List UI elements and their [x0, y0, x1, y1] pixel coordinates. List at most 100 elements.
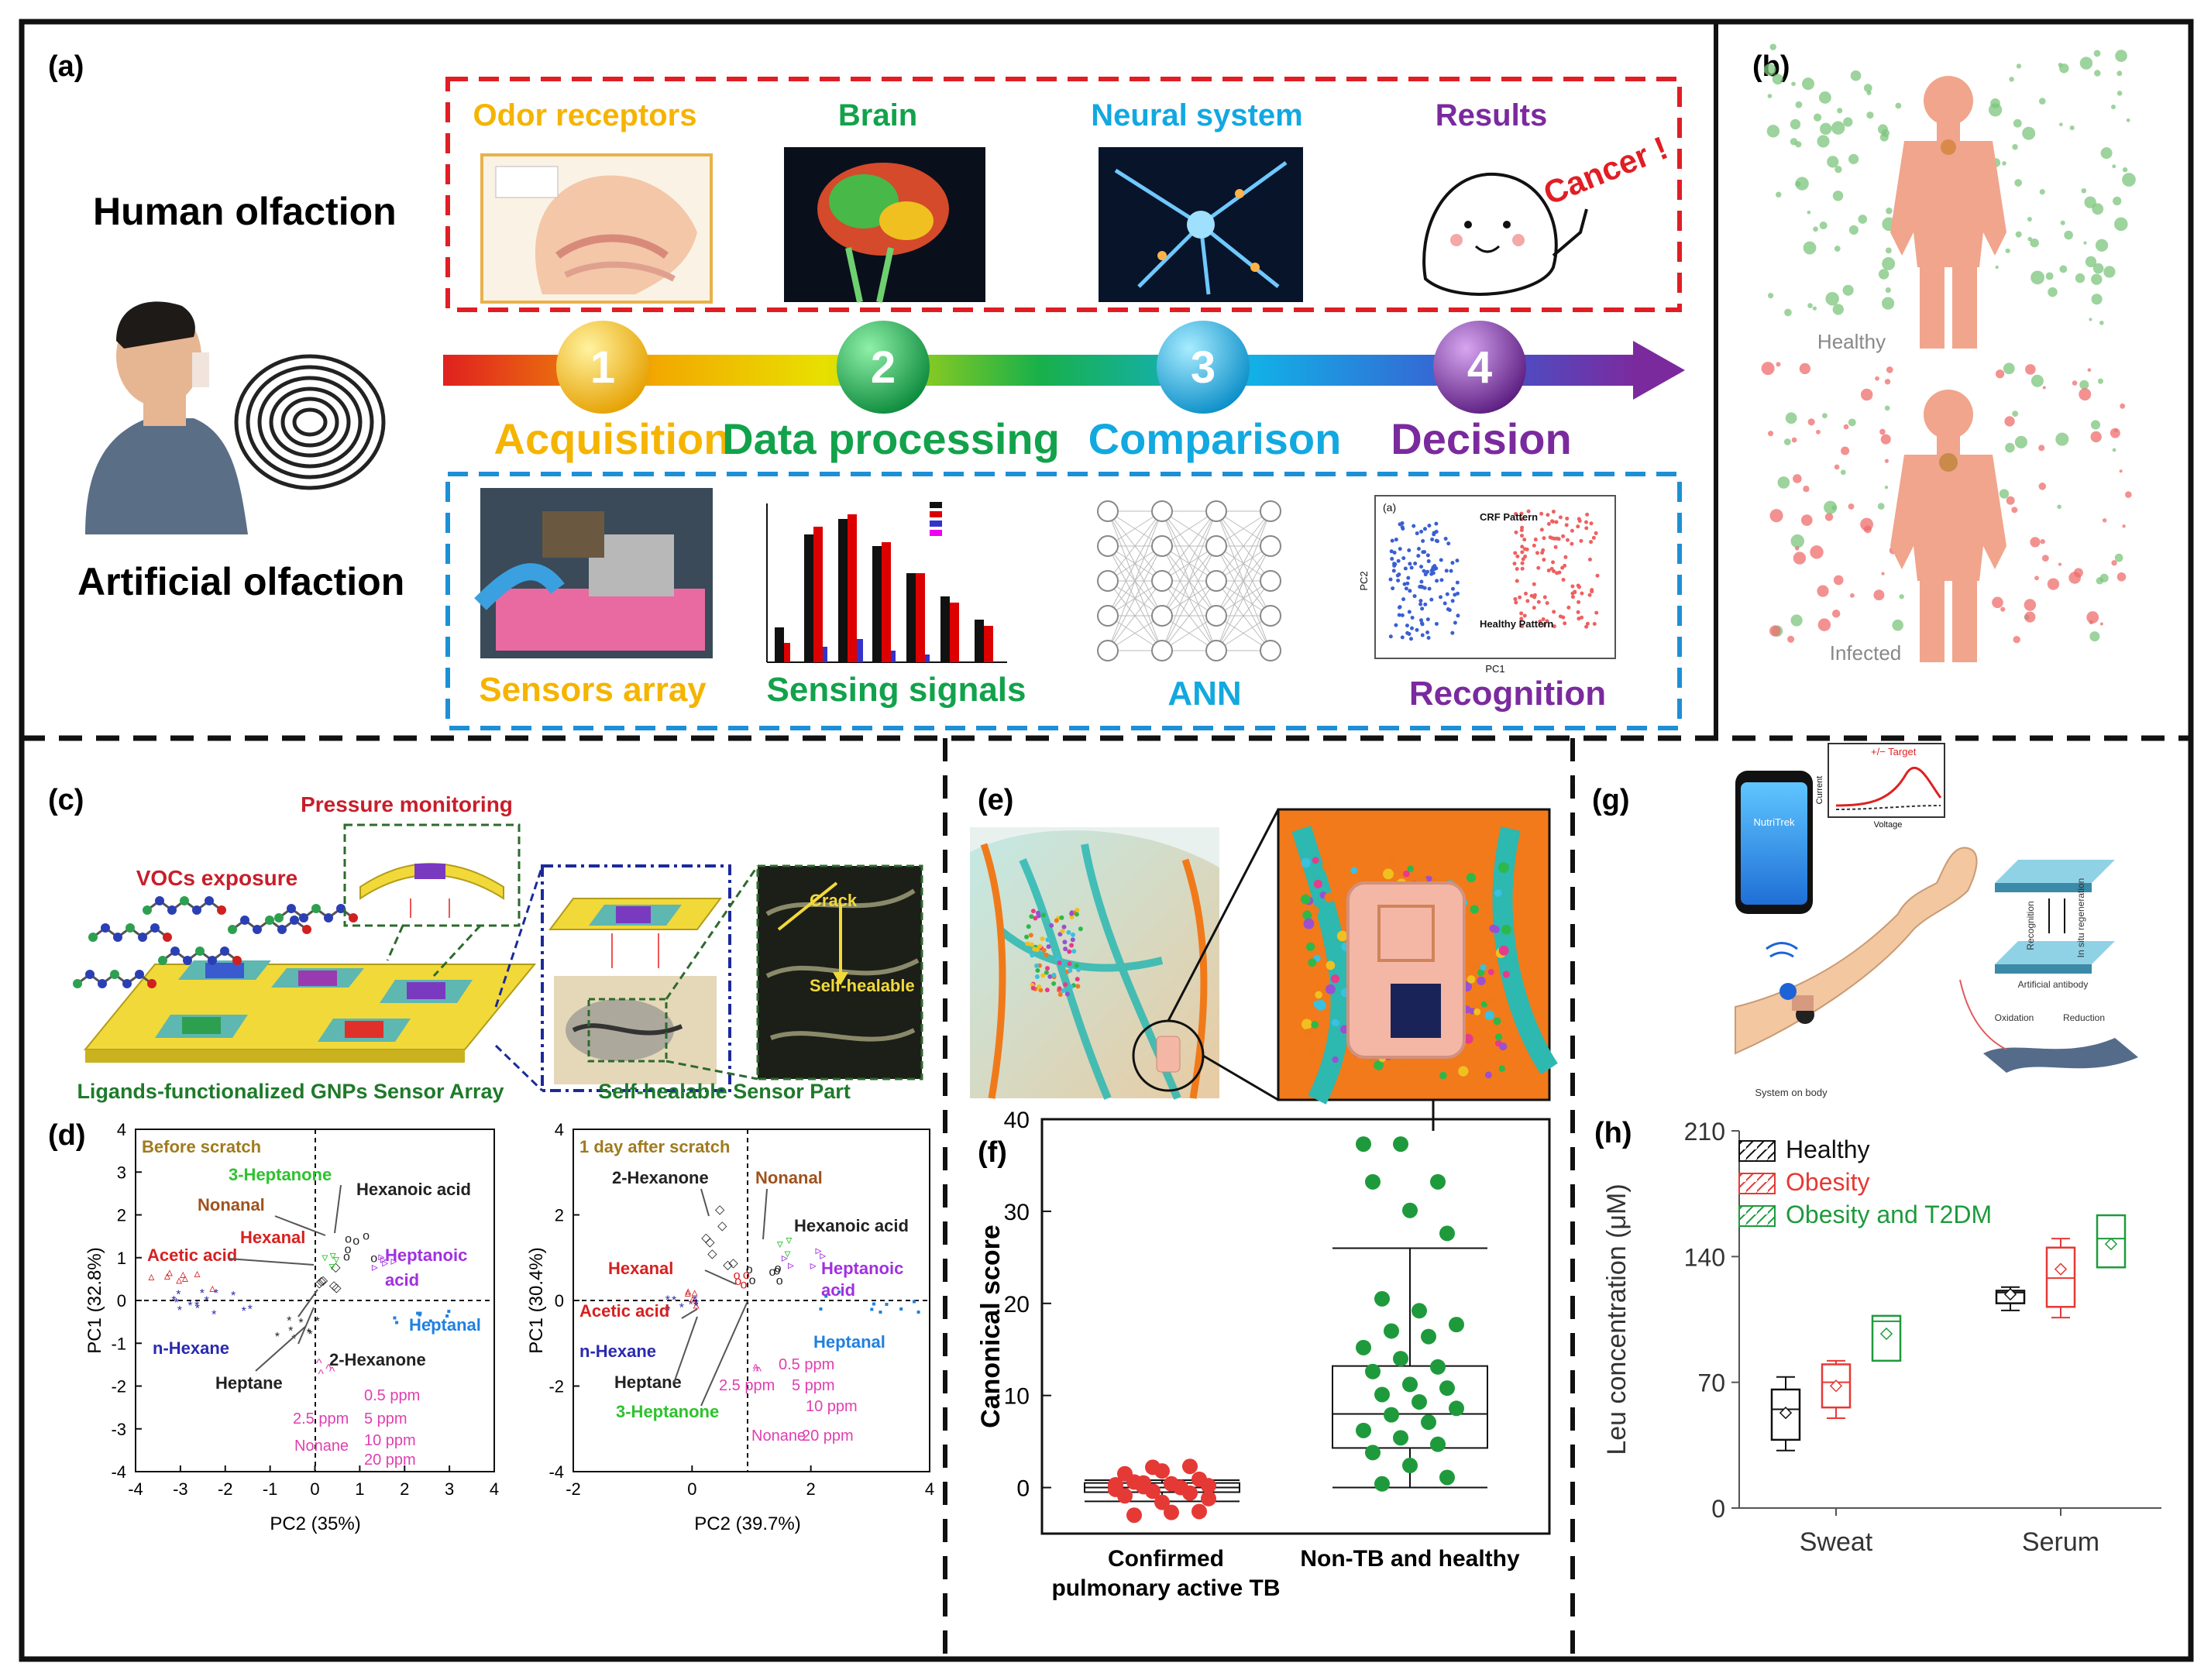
l-hexanone2: 2-Hexanone — [329, 1350, 426, 1369]
pca-point: ▪ — [869, 1304, 874, 1317]
infected-dot — [2012, 411, 2019, 417]
pca-blue-point — [1419, 529, 1424, 534]
pca-red-point — [1521, 557, 1525, 562]
healthy-label: Healthy — [1817, 330, 1886, 353]
pca-red-point — [1533, 538, 1538, 542]
pca-blue-point — [1416, 554, 1421, 558]
pca-point: ◇ — [331, 1261, 341, 1274]
pca-point: ▪ — [884, 1298, 889, 1311]
pca-red-point — [1541, 617, 1546, 622]
healthy-dot — [1813, 113, 1822, 122]
healthy-dot — [2069, 125, 2075, 131]
panel-a: (a) Human olfaction Artificial olfaction… — [48, 50, 1685, 730]
pca-point: * — [672, 1294, 676, 1307]
ann-edge — [1161, 545, 1217, 651]
molecule-atom — [265, 916, 274, 925]
infected-dot — [1892, 619, 1903, 631]
x-tick-label: -1 — [263, 1479, 278, 1499]
healthy-dot — [1885, 287, 1891, 294]
infected-dot — [2030, 374, 2044, 387]
infected-dot — [2058, 562, 2062, 566]
inset-particle-dot — [1301, 1019, 1312, 1030]
pca-red-point — [1525, 547, 1529, 551]
inset-particle-dot — [1326, 984, 1336, 995]
mean-marker — [2054, 1263, 2068, 1276]
pca-red-point — [1558, 515, 1563, 520]
pca-red-point — [1590, 589, 1594, 594]
r-c25: 2.5 ppm — [719, 1377, 775, 1394]
pca-blue-point — [1445, 592, 1449, 596]
infected-dot — [2122, 524, 2126, 528]
particle-dot — [1045, 937, 1050, 943]
pca-red-point — [1552, 624, 1556, 629]
pca-blue-point — [1388, 577, 1393, 582]
pca-red-point — [1570, 595, 1575, 600]
antibody-text: Artificial antibody — [2018, 979, 2089, 990]
step-num-3: 3 — [1191, 342, 1216, 393]
pca-red-point — [1577, 617, 1581, 621]
infected-dot — [2116, 572, 2127, 582]
pca-blue-point — [1407, 548, 1412, 553]
l-c05: 0.5 ppm — [364, 1387, 420, 1404]
healthy-dot — [1784, 308, 1792, 317]
inset-particle-dot — [1494, 1033, 1503, 1041]
pca-red-point — [1532, 543, 1536, 548]
healthy-dot — [2103, 266, 2116, 278]
pca-blue-point — [1412, 594, 1417, 599]
infected-dot — [1884, 379, 1891, 385]
pca-point: * — [231, 1290, 236, 1303]
infected-dot — [1992, 596, 2003, 609]
infected-dot — [1817, 585, 1829, 597]
data-point — [1402, 1376, 1418, 1393]
legend-label: Obesity and T2DM — [1786, 1201, 1992, 1228]
healthy-dot — [1807, 210, 1811, 215]
pca-blue-point — [1447, 608, 1452, 613]
l-c10: 10 ppm — [364, 1432, 416, 1449]
healthy-dot — [1803, 241, 1817, 255]
pca-point: o — [749, 1274, 756, 1287]
healthy-dot — [2089, 318, 2092, 321]
data-point — [1449, 1400, 1464, 1417]
particle-dot — [1040, 973, 1046, 978]
ann-edge — [1161, 510, 1217, 582]
inset-particle-dot — [1313, 1000, 1321, 1008]
inset-particle-dot — [1493, 1017, 1501, 1026]
recognition-pca-image: (a) CRF Pattern Healthy Pattern PC1 PC2 — [1358, 495, 1616, 675]
pca-red-point — [1539, 527, 1544, 532]
pca-red-point — [1551, 510, 1556, 514]
panel-e-label: (e) — [978, 784, 1013, 816]
data-point — [1356, 1422, 1371, 1438]
healthy-dot — [1831, 121, 1845, 135]
step-name-acquisition: Acquisition — [494, 414, 731, 463]
healthy-dot — [2116, 91, 2123, 96]
pca-point: * — [171, 1294, 176, 1307]
molecule-atom — [155, 896, 164, 905]
particle-dot — [1064, 991, 1070, 997]
pca-blue-point — [1456, 591, 1460, 596]
pca-blue-point — [1390, 556, 1394, 561]
particle-dot — [1074, 912, 1079, 917]
healthy-dot — [1832, 191, 1844, 201]
x-tick-label: -2 — [566, 1479, 581, 1499]
ann-edge — [1107, 510, 1163, 617]
reduction-text: Reduction — [2063, 1012, 2105, 1023]
ann-edge — [1107, 545, 1163, 651]
healthy-dot — [2112, 164, 2116, 169]
ann-node — [1097, 570, 1119, 592]
ann-node — [1097, 640, 1119, 661]
step-num-2: 2 — [871, 342, 896, 393]
molecule-atom — [150, 923, 160, 933]
particle-dot — [1068, 984, 1074, 990]
data-point — [1402, 1202, 1418, 1218]
pca-point: ◇ — [707, 1248, 717, 1261]
pca-point: ▵ — [685, 1284, 691, 1297]
pca-red-point — [1518, 595, 1522, 600]
r-hexanoic: Hexanoic acid — [794, 1216, 909, 1235]
data-point — [1201, 1478, 1216, 1494]
healthy-dot — [2030, 270, 2044, 285]
healthy-dot — [2027, 217, 2032, 222]
pca-blue-point — [1390, 538, 1394, 543]
particle-dot — [1025, 941, 1030, 947]
pca-blue-point — [1403, 566, 1408, 571]
infected-dot — [1884, 405, 1890, 411]
